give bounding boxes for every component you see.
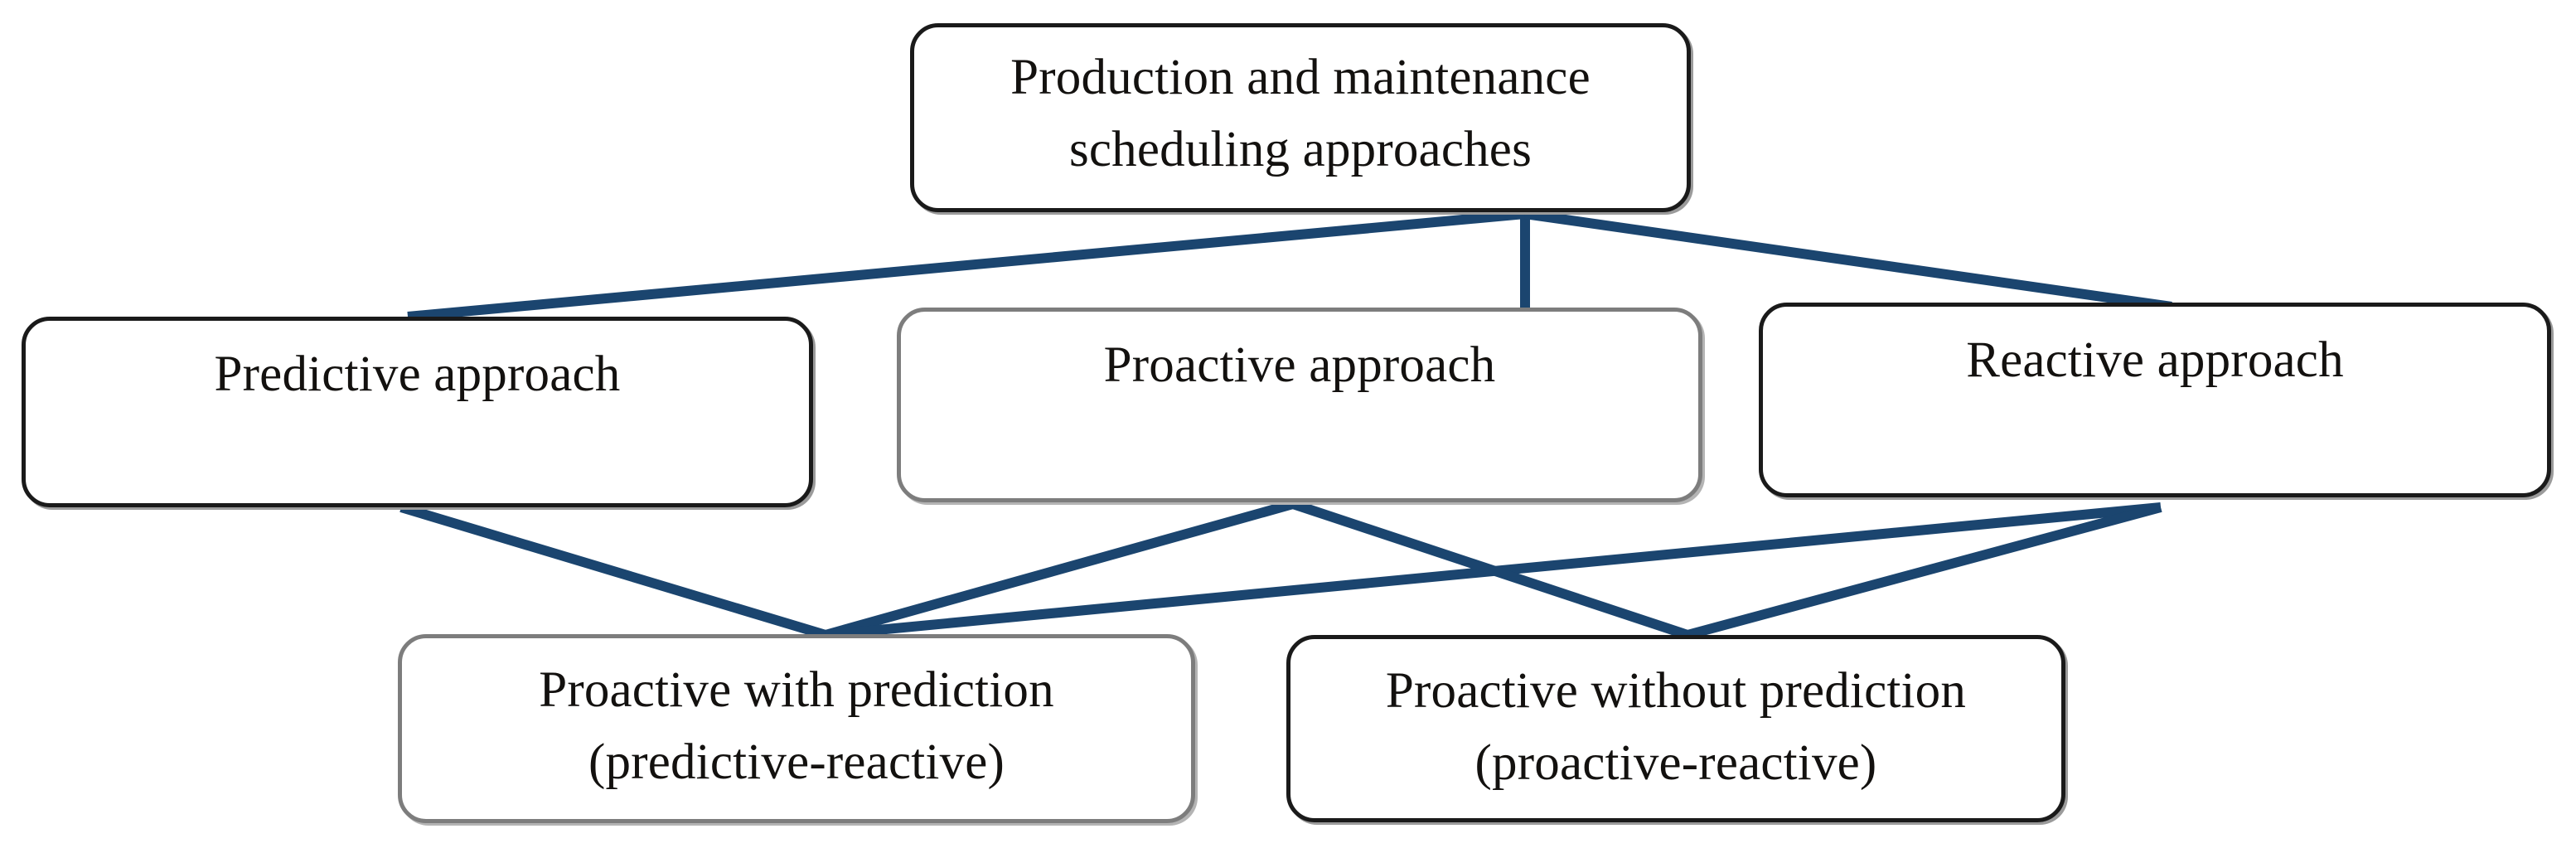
- node-reactive-approach[interactable]: Reactive approach: [1759, 303, 2551, 497]
- node-label-reactive: Reactive approach: [1966, 332, 2344, 388]
- node-label-without-prediction: Proactive without prediction (proactive-…: [1385, 663, 1967, 791]
- node-label-predictive: Predictive approach: [214, 346, 621, 402]
- node-proactive-approach[interactable]: Proactive approach: [897, 308, 1702, 502]
- node-proactive-with-prediction[interactable]: Proactive with prediction (predictive-re…: [398, 634, 1195, 823]
- connector-reactive-to-without-prediction: [1686, 502, 2162, 640]
- node-predictive-approach[interactable]: Predictive approach: [22, 317, 813, 507]
- connector-proactive-to-without-prediction: [1291, 499, 1689, 640]
- node-label-with-prediction: Proactive with prediction (predictive-re…: [539, 662, 1054, 790]
- node-proactive-without-prediction[interactable]: Proactive without prediction (proactive-…: [1286, 635, 2065, 822]
- connector-root-to-reactive: [1524, 209, 2172, 312]
- connector-root-to-predictive: [407, 209, 1526, 322]
- node-label-root: Production and maintenance scheduling ap…: [1010, 50, 1591, 177]
- node-production-and-maintenance-scheduling-approaches[interactable]: Production and maintenance scheduling ap…: [910, 23, 1691, 212]
- node-label-proactive: Proactive approach: [1103, 337, 1496, 393]
- connector-reactive-to-with-prediction: [825, 502, 2162, 640]
- connector-proactive-to-with-prediction: [824, 499, 1295, 640]
- connector-predictive-to-with-prediction: [399, 502, 827, 640]
